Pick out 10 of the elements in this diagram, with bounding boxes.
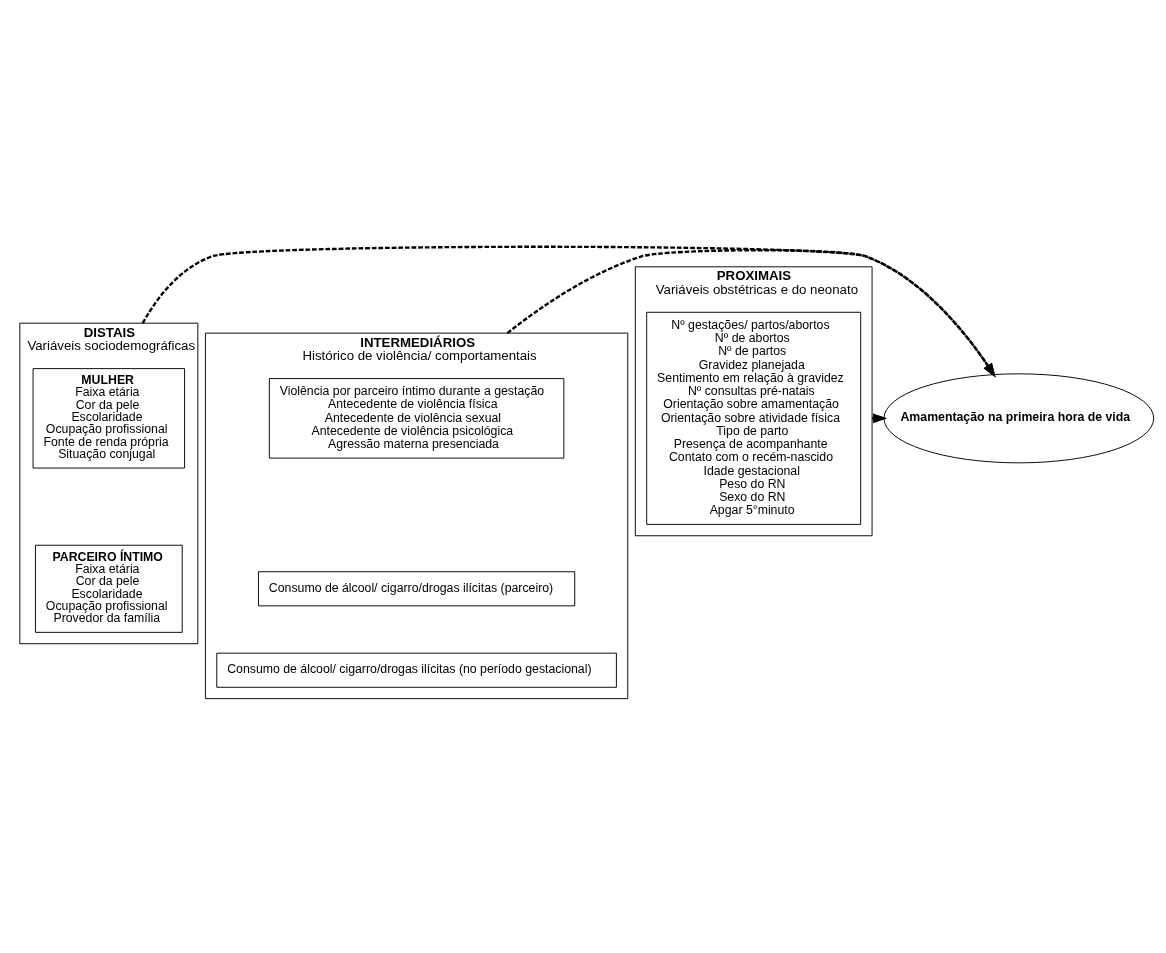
arrow <box>506 249 996 378</box>
node-ellipse: Amamentação na primeira hora de vida <box>883 373 1155 464</box>
node-box: Consumo de álcool/ cigarro/drogas ilícitas (no período gestacional) <box>216 652 617 688</box>
arrow <box>141 245 996 378</box>
node-box: MULHER Faixa etária Cor da pele Escolaridade Ocupação profissional Fonte de renda própria Situação conjugal <box>32 368 186 469</box>
node-box: Violência por parceiro íntimo durante a gestação Antecedente de violência física Antecedente de violência sexual Antecedente de violência psicológica Agressão materna presenciada <box>268 378 565 459</box>
node-box: PARCEIRO ÍNTIMO Faixa etária Cor da pele Escolaridade Ocupação profissional Provedor da família <box>34 544 183 633</box>
arrow <box>872 413 888 424</box>
node-box: Nº gestações/ partos/abortos Nº de abortos Nº de partos Gravidez planejada Sentimento em relação à gravidez Nº consultas pré-natais Orientação sobre amamentação Orientação sobre atividade física Tipo de parto Presença de acompanhante Contato com o recém-nascido Idade gestacional Peso do RN Sexo do RN Apgar 5°minuto <box>646 311 862 525</box>
node-box: Consumo de álcool/ cigarro/drogas ilícitas (parceiro) <box>257 571 576 607</box>
